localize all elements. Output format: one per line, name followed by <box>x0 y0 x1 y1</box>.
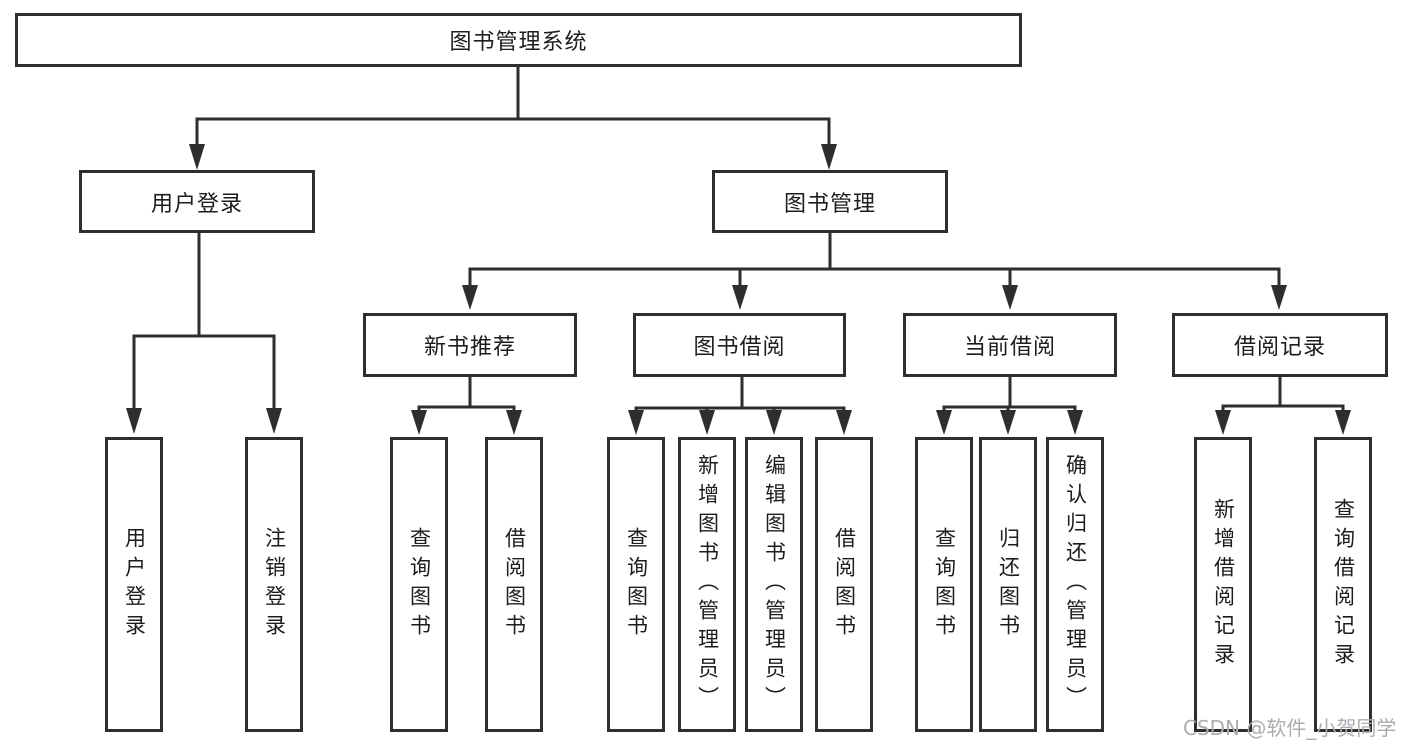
node-borrowing-records: 借阅记录 <box>1172 313 1388 377</box>
leaf-query-books-1: 查询图书 <box>390 437 448 732</box>
leaf-label: 新增借阅记录 <box>1211 497 1236 672</box>
node-label: 新书推荐 <box>423 335 516 360</box>
leaf-label: 查询图书 <box>932 526 957 643</box>
node-root-system: 图书管理系统 <box>15 13 1022 67</box>
leaf-confirm-return-admin: 确认归还（管理员） <box>1046 437 1104 732</box>
leaf-label: 借阅图书 <box>832 526 857 643</box>
leaf-label: 归还图书 <box>996 526 1021 643</box>
leaf-label: 查询借阅记录 <box>1331 497 1356 672</box>
node-new-book-recommend: 新书推荐 <box>363 313 577 377</box>
leaf-query-borrow-record: 查询借阅记录 <box>1314 437 1372 732</box>
node-user-login: 用户登录 <box>79 170 315 233</box>
node-current-borrowing: 当前借阅 <box>903 313 1117 377</box>
leaf-label: 查询图书 <box>624 526 649 643</box>
leaf-borrow-books-1: 借阅图书 <box>485 437 543 732</box>
leaf-label: 新增图书（管理员） <box>695 454 720 715</box>
leaf-add-borrow-record: 新增借阅记录 <box>1194 437 1252 732</box>
node-root-label: 图书管理系统 <box>449 30 588 55</box>
leaf-label: 查询图书 <box>407 526 432 643</box>
leaf-return-books: 归还图书 <box>979 437 1037 732</box>
node-label: 借阅记录 <box>1233 335 1326 360</box>
csdn-watermark: CSDN @软件_小贺同学 <box>1183 716 1397 740</box>
node-label: 图书借阅 <box>693 335 786 360</box>
leaf-borrow-books-2: 借阅图书 <box>815 437 873 732</box>
leaf-label: 编辑图书（管理员） <box>762 454 787 715</box>
leaf-label: 借阅图书 <box>502 526 527 643</box>
node-label: 用户登录 <box>150 191 243 217</box>
node-book-management: 图书管理 <box>712 170 948 233</box>
leaf-add-book-admin: 新增图书（管理员） <box>678 437 736 732</box>
leaf-label: 注销登录 <box>262 526 287 643</box>
leaf-query-books-3: 查询图书 <box>915 437 973 732</box>
node-label: 图书管理 <box>783 191 876 217</box>
leaf-label: 用户登录 <box>122 526 147 643</box>
leaf-edit-book-admin: 编辑图书（管理员） <box>745 437 803 732</box>
leaf-logout: 注销登录 <box>245 437 303 732</box>
node-label: 当前借阅 <box>963 335 1056 360</box>
leaf-user-login: 用户登录 <box>105 437 163 732</box>
leaf-label: 确认归还（管理员） <box>1063 454 1088 715</box>
node-book-borrowing: 图书借阅 <box>633 313 846 377</box>
leaf-query-books-2: 查询图书 <box>607 437 665 732</box>
